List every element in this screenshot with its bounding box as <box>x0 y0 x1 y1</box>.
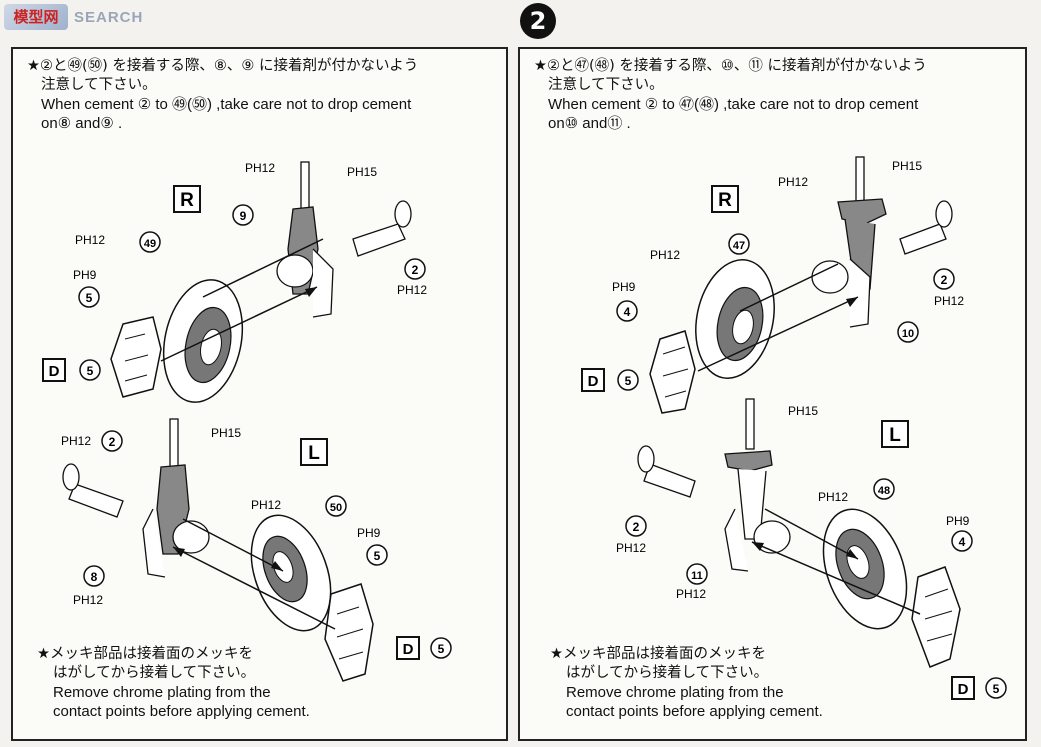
side-r-label: R <box>180 190 194 211</box>
svg-text:PH12: PH12 <box>73 593 103 607</box>
svg-text:PH15: PH15 <box>788 404 818 418</box>
chrome-note-jp2: はがしてから接着して下さい。 <box>53 665 256 681</box>
svg-text:PH12: PH12 <box>616 541 646 555</box>
svg-text:PH9: PH9 <box>73 268 97 282</box>
svg-text:50: 50 <box>330 502 342 514</box>
chrome-note-en2-right: contact points before applying cement. <box>566 703 823 720</box>
svg-text:D: D <box>958 681 969 698</box>
chrome-note-en2: contact points before applying cement. <box>53 703 310 720</box>
upright-part-11 <box>737 468 767 540</box>
svg-text:5: 5 <box>87 364 94 378</box>
axle-part-2 <box>352 223 406 257</box>
svg-text:PH12: PH12 <box>934 294 964 308</box>
svg-text:5: 5 <box>438 642 445 656</box>
svg-text:5: 5 <box>993 682 1000 696</box>
svg-text:PH12: PH12 <box>61 434 91 448</box>
svg-text:8: 8 <box>91 570 98 584</box>
note-japanese: ★②と㊾(㊿) を接着する際、⑧、⑨ に接着剤が付かないよう <box>27 58 419 74</box>
svg-text:4: 4 <box>624 305 631 319</box>
right-instruction-panel: ★②と㊼(㊽) を接着する際、⑩、⑪ に接着剤が付かないよう 注意して下さい。 … <box>518 47 1027 741</box>
left-instruction-panel: ★②と㊾(㊿) を接着する際、⑧、⑨ に接着剤が付かないよう 注意して下さい。 … <box>11 47 508 741</box>
chrome-note-en1: Remove chrome plating from the <box>53 684 271 701</box>
axle-part-2-left <box>68 483 124 518</box>
caliper-part <box>110 316 162 398</box>
note-english-2-right: on⑩ and⑪ . <box>548 115 631 132</box>
note-english-2: on⑧ and⑨ . <box>41 115 123 132</box>
chrome-note-jp2-right: はがしてから接着して下さい。 <box>566 665 769 681</box>
svg-text:47: 47 <box>733 240 745 252</box>
step-number-badge: 2 <box>520 3 556 39</box>
watermark-text: SEARCH <box>74 8 144 26</box>
right-assembly-diagram: R PH12 PH15 PH12 47 PH9 4 2 PH12 10 <box>581 156 1007 700</box>
svg-text:D: D <box>403 641 414 658</box>
svg-text:PH12: PH12 <box>650 248 680 262</box>
svg-text:PH12: PH12 <box>818 490 848 504</box>
svg-text:D: D <box>588 373 599 390</box>
svg-text:R: R <box>718 190 732 211</box>
chrome-plating-note: ★メッキ部品は接着面のメッキを はがしてから接着して下さい。 Remove ch… <box>37 645 310 721</box>
svg-text:PH12: PH12 <box>245 161 275 175</box>
svg-text:10: 10 <box>902 328 914 340</box>
note-japanese-right: ★②と㊼(㊽) を接着する際、⑩、⑪ に接着剤が付かないよう <box>534 58 927 74</box>
svg-text:PH15: PH15 <box>211 426 241 440</box>
svg-text:2: 2 <box>941 273 948 287</box>
svg-text:PH12: PH12 <box>251 498 281 512</box>
left-assembly-diagram: R PH12 49 PH9 5 9 PH12 PH15 2 PH12 <box>42 161 452 682</box>
chrome-plating-note-right: ★メッキ部品は接着面のメッキを はがしてから接着して下さい。 Remove ch… <box>550 645 823 721</box>
svg-text:D: D <box>49 363 60 380</box>
note-english-1-right: When cement ② to ㊼(㊽) ,take care not to … <box>548 96 919 113</box>
note-japanese-2-right: 注意して下さい。 <box>548 77 664 93</box>
svg-text:5: 5 <box>374 549 381 563</box>
chrome-note-jp1: ★メッキ部品は接着面のメッキを <box>37 646 253 662</box>
svg-text:11: 11 <box>691 570 703 582</box>
note-japanese-2: 注意して下さい。 <box>41 77 157 93</box>
side-r-box: R <box>173 185 201 213</box>
svg-text:2: 2 <box>633 520 640 534</box>
svg-text:PH15: PH15 <box>892 159 922 173</box>
svg-text:5: 5 <box>625 374 632 388</box>
svg-text:2: 2 <box>109 435 116 449</box>
chrome-note-jp1-right: ★メッキ部品は接着面のメッキを <box>550 646 766 662</box>
svg-text:PH12: PH12 <box>75 233 105 247</box>
watermark-logo: 模型网 <box>4 4 68 30</box>
svg-text:PH15: PH15 <box>347 165 377 179</box>
svg-text:9: 9 <box>240 209 247 223</box>
svg-text:48: 48 <box>878 485 890 497</box>
note-english-1: When cement ② to ㊾(㊿) ,take care not to … <box>41 96 412 113</box>
cement-warning-note: ★②と㊾(㊿) を接着する際、⑧、⑨ に接着剤が付かないよう 注意して下さい。 … <box>27 57 418 133</box>
chrome-note-en1-right: Remove chrome plating from the <box>566 684 784 701</box>
svg-text:L: L <box>308 443 320 464</box>
svg-text:5: 5 <box>86 291 93 305</box>
watermark: 模型网 SEARCH <box>4 4 143 30</box>
caliper-part-left <box>324 583 374 682</box>
cement-warning-note-right: ★②と㊼(㊽) を接着する際、⑩、⑪ に接着剤が付かないよう 注意して下さい。 … <box>534 57 927 133</box>
svg-text:PH9: PH9 <box>612 280 636 294</box>
svg-text:2: 2 <box>412 263 419 277</box>
svg-text:4: 4 <box>959 535 966 549</box>
caliper-part-right <box>649 330 696 414</box>
svg-text:PH9: PH9 <box>357 526 381 540</box>
svg-text:49: 49 <box>144 238 156 250</box>
svg-text:L: L <box>889 425 901 446</box>
svg-text:PH9: PH9 <box>946 514 970 528</box>
svg-text:PH12: PH12 <box>778 175 808 189</box>
svg-text:PH12: PH12 <box>397 283 427 297</box>
svg-text:PH12: PH12 <box>676 587 706 601</box>
